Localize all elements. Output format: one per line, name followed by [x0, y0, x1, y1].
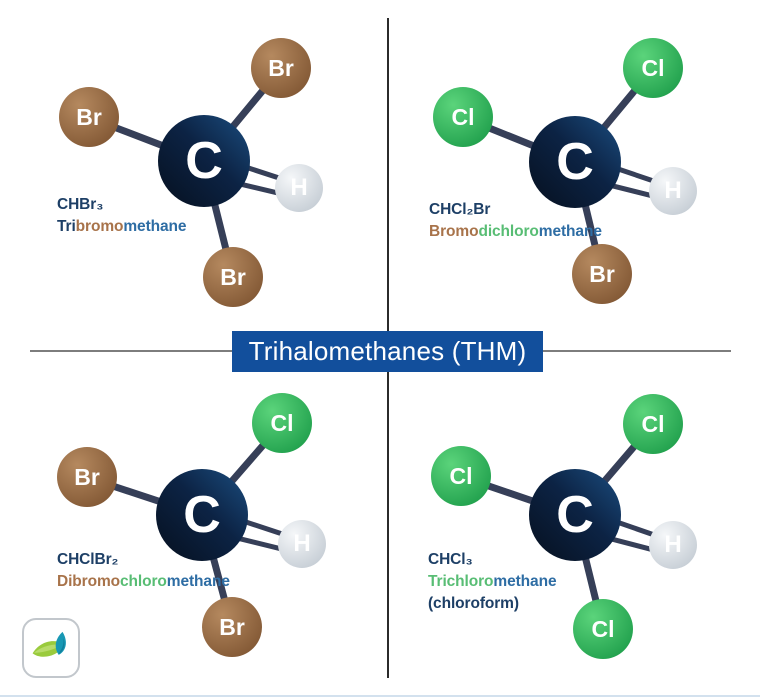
molecule-label: CHCl₃ Trichloromethane (chloroform)	[428, 549, 557, 615]
atom-cl: Cl	[433, 87, 493, 147]
formula: CHCl₂Br	[429, 201, 491, 218]
atom-br: Br	[57, 447, 117, 507]
compound-name: Trichloromethane	[428, 571, 557, 593]
leaf-logo-icon	[32, 631, 66, 657]
atom-br: Br	[203, 247, 263, 307]
name-segment: methane	[166, 573, 230, 590]
formula: CHClBr₂	[57, 551, 119, 568]
name-segment: methane	[123, 218, 187, 235]
atom-h: H	[275, 164, 323, 212]
name-segment: chloro	[120, 573, 167, 590]
name-segment: Tri	[57, 218, 76, 235]
atom-h: H	[278, 520, 326, 568]
compound-name: Dibromochloromethane	[57, 571, 230, 593]
alt-name: (chloroform)	[428, 595, 519, 612]
atom-c: C	[158, 115, 250, 207]
brand-logo	[22, 618, 80, 678]
atom-cl: Cl	[623, 38, 683, 98]
title-banner: Trihalomethanes (THM)	[232, 331, 543, 372]
name-segment: dichloro	[478, 223, 539, 240]
atom-br: Br	[572, 244, 632, 304]
compound-name: Bromodichloromethane	[429, 221, 602, 243]
molecule-label: CHClBr₂ Dibromochloromethane	[57, 549, 230, 593]
atom-c: C	[529, 116, 621, 208]
formula: CHCl₃	[428, 551, 473, 568]
atom-br: Br	[202, 597, 262, 657]
atom-cl: Cl	[573, 599, 633, 659]
formula: CHBr₃	[57, 196, 104, 213]
name-segment: Trichloro	[428, 573, 494, 590]
name-segment: methane	[538, 223, 602, 240]
atom-br: Br	[251, 38, 311, 98]
name-segment: bromo	[75, 218, 124, 235]
name-segment: Dibromo	[57, 573, 121, 590]
atom-h: H	[649, 167, 697, 215]
atom-br: Br	[59, 87, 119, 147]
bottom-border-line	[0, 695, 760, 697]
title-text: Trihalomethanes (THM)	[248, 336, 527, 366]
atom-cl: Cl	[431, 446, 491, 506]
name-segment: Bromo	[429, 223, 479, 240]
molecule-label: CHBr₃ Tribromomethane	[57, 194, 187, 238]
atom-h: H	[649, 521, 697, 569]
atom-cl: Cl	[252, 393, 312, 453]
atom-c: C	[156, 469, 248, 561]
compound-name: Tribromomethane	[57, 216, 187, 238]
atom-cl: Cl	[623, 394, 683, 454]
atom-c: C	[529, 469, 621, 561]
name-segment: methane	[493, 573, 557, 590]
